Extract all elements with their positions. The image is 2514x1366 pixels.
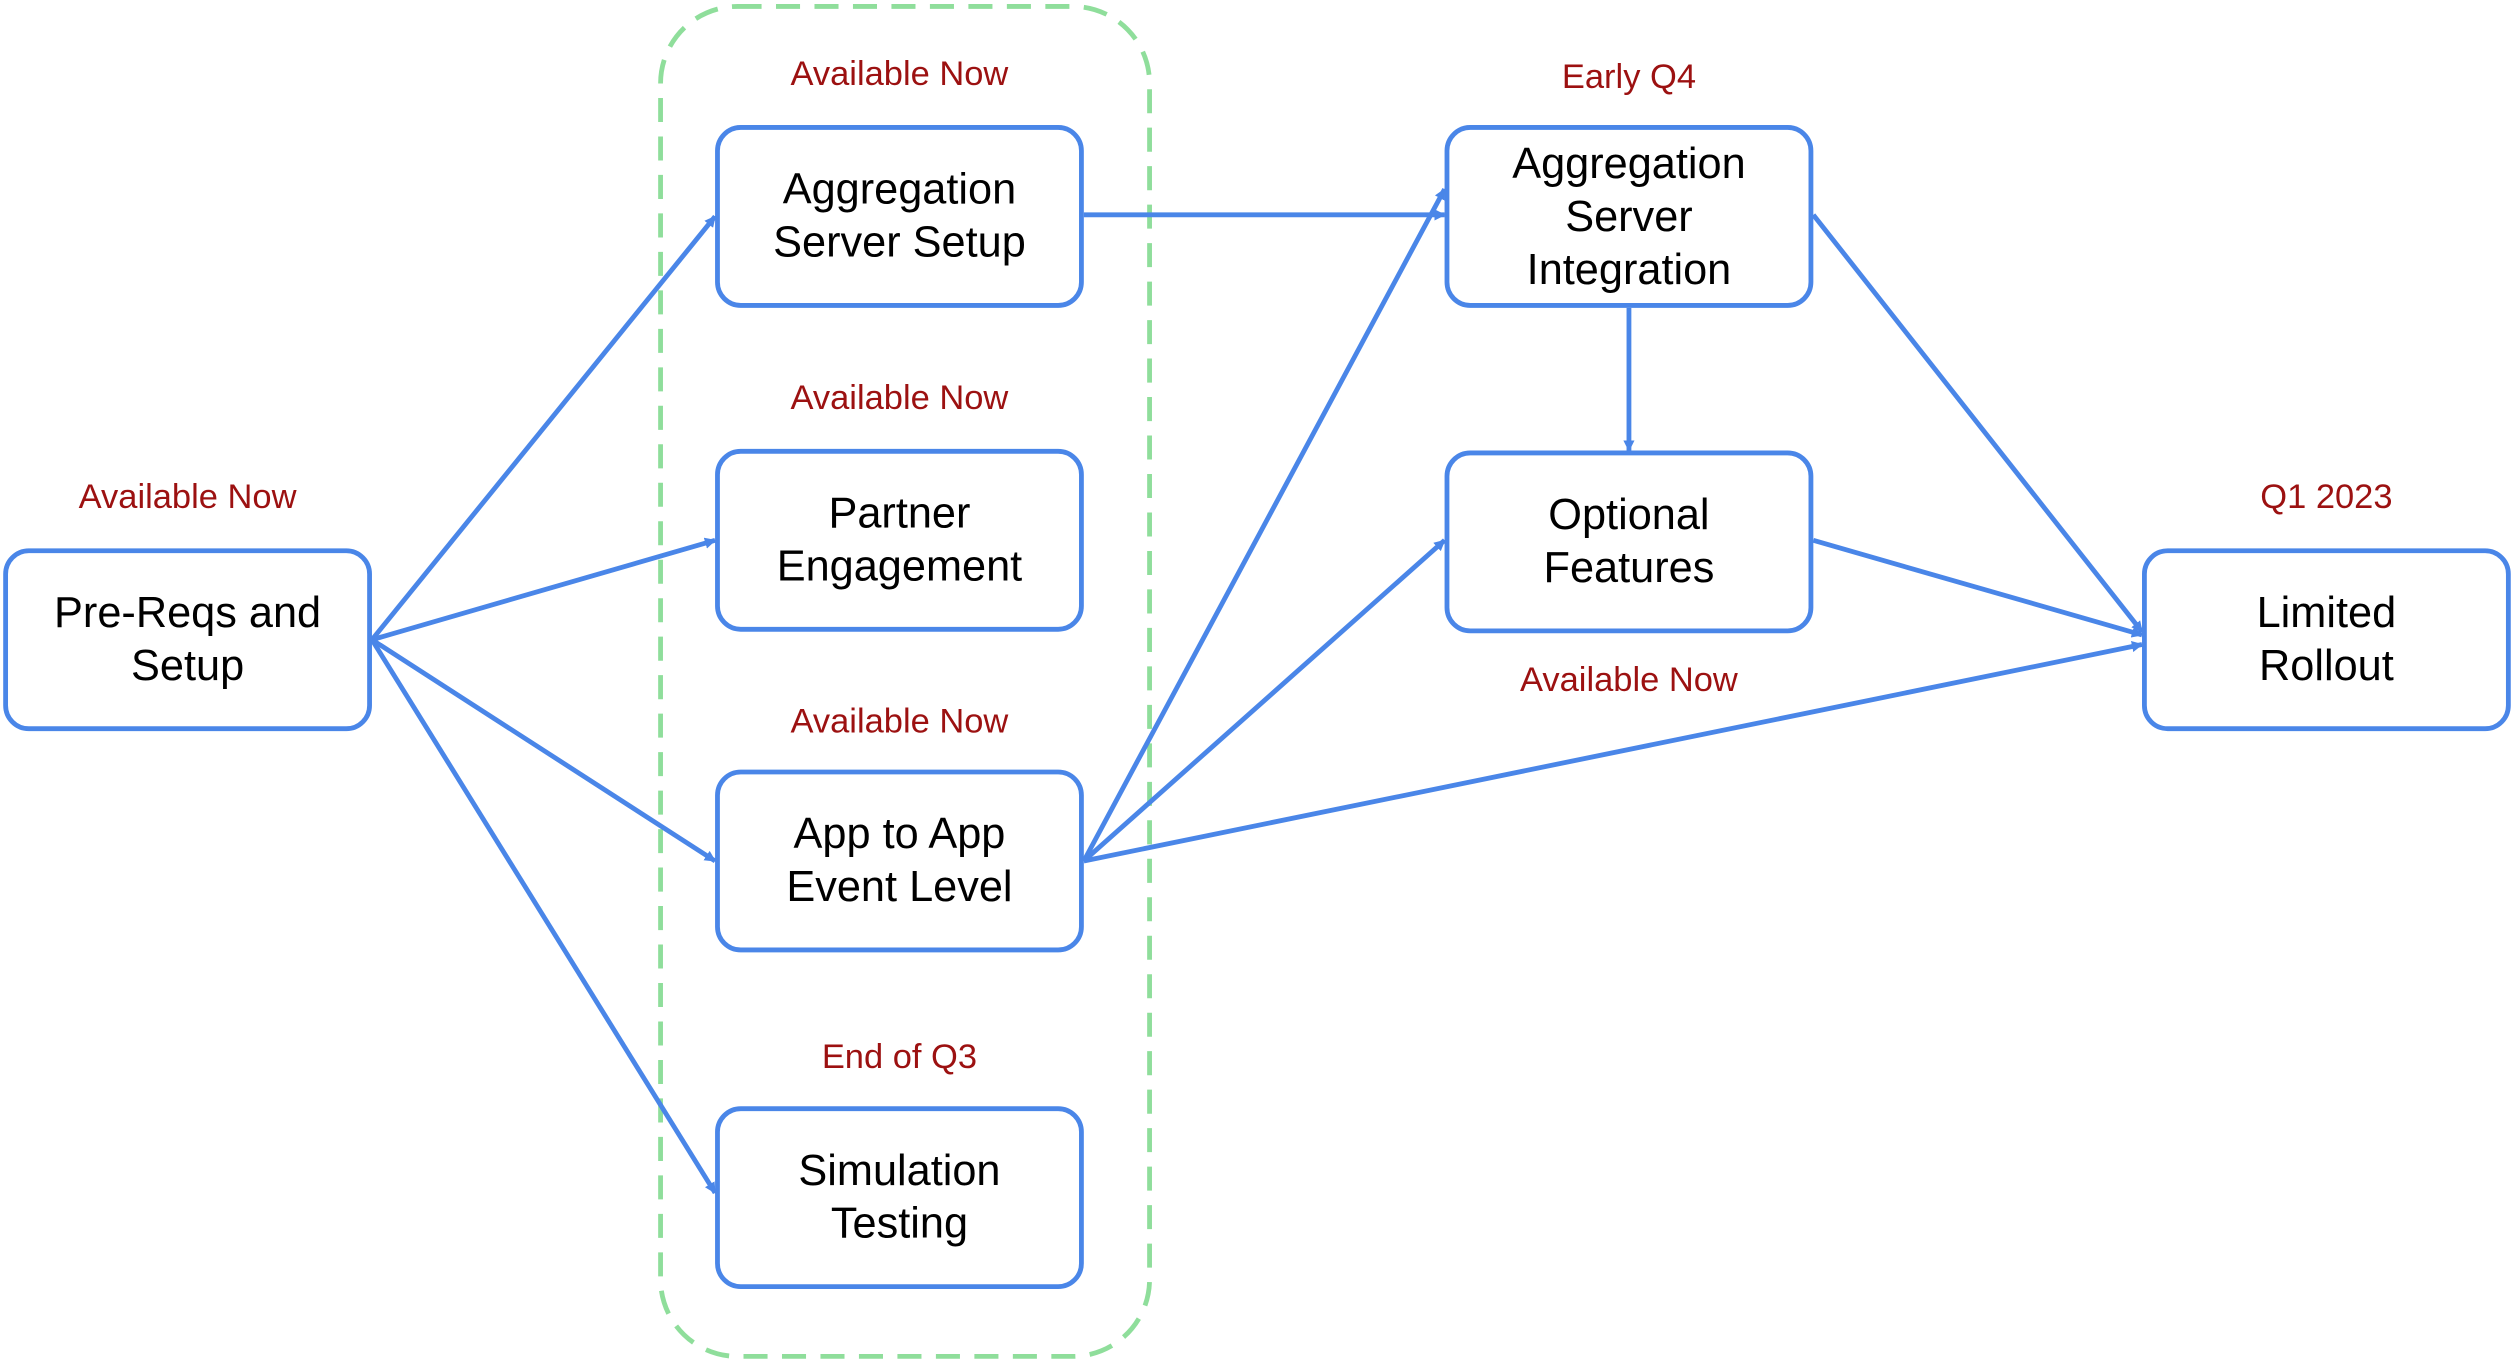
node-limited-rollout: Limited Rollout — [2142, 548, 2511, 732]
arrow-optional-to-limited — [1812, 538, 2144, 638]
status-label-limited-rollout: Q1 2023 — [2260, 477, 2393, 517]
edge-layer — [369, 188, 2144, 1195]
node-label: Simulation Testing — [798, 1146, 1001, 1248]
node-label: Limited Rollout — [2256, 588, 2397, 690]
arrow-agg-integration-to-limited — [1811, 213, 2144, 634]
status-label-optional-features: Available Now — [1520, 660, 1738, 700]
node-simulation-testing: Simulation Testing — [715, 1106, 1084, 1290]
arrow-prereqs-to-simulation — [369, 638, 718, 1195]
node-partner-engagement: Partner Engagement — [715, 448, 1084, 632]
node-label: Aggregation Server Setup — [773, 165, 1026, 267]
node-aggregation-server-integration: Aggregation Server Integration — [1444, 125, 1814, 308]
node-label: Partner Engagement — [776, 489, 1023, 591]
node-label: Aggregation Server Integration — [1512, 138, 1746, 293]
status-label-partner-engagement: Available Now — [790, 378, 1009, 417]
status-label-aggregation-server-setup: Available Now — [790, 54, 1009, 93]
arrow-app-to-app-to-limited — [1083, 641, 2144, 864]
status-label-aggregation-server-integration: Early Q4 — [1561, 57, 1696, 97]
status-label-prereqs: Available Now — [78, 477, 297, 517]
status-label-app-to-app-event-level: Available Now — [790, 702, 1009, 741]
node-label: Pre-Reqs and Setup — [54, 588, 322, 690]
node-optional-features: Optional Features — [1444, 450, 1814, 634]
arrow-prereqs-to-app-to-app — [370, 637, 717, 863]
arrow-app-to-app-to-optional — [1082, 538, 1447, 863]
arrow-app-to-app-to-agg-integration — [1081, 188, 1447, 863]
status-label-simulation-testing: End of Q3 — [821, 1037, 978, 1076]
node-aggregation-server-setup: Aggregation Server Setup — [715, 125, 1084, 308]
node-app-to-app-event-level: App to App Event Level — [715, 769, 1084, 953]
available-phase-group-outline — [658, 4, 1152, 1359]
node-label: App to App Event Level — [786, 809, 1013, 911]
node-prereqs-and-setup: Pre-Reqs and Setup — [3, 548, 372, 732]
node-label: Optional Features — [1543, 490, 1715, 592]
arrow-prereqs-to-agg-setup — [370, 214, 717, 642]
arrow-prereqs-to-partner — [371, 537, 717, 643]
